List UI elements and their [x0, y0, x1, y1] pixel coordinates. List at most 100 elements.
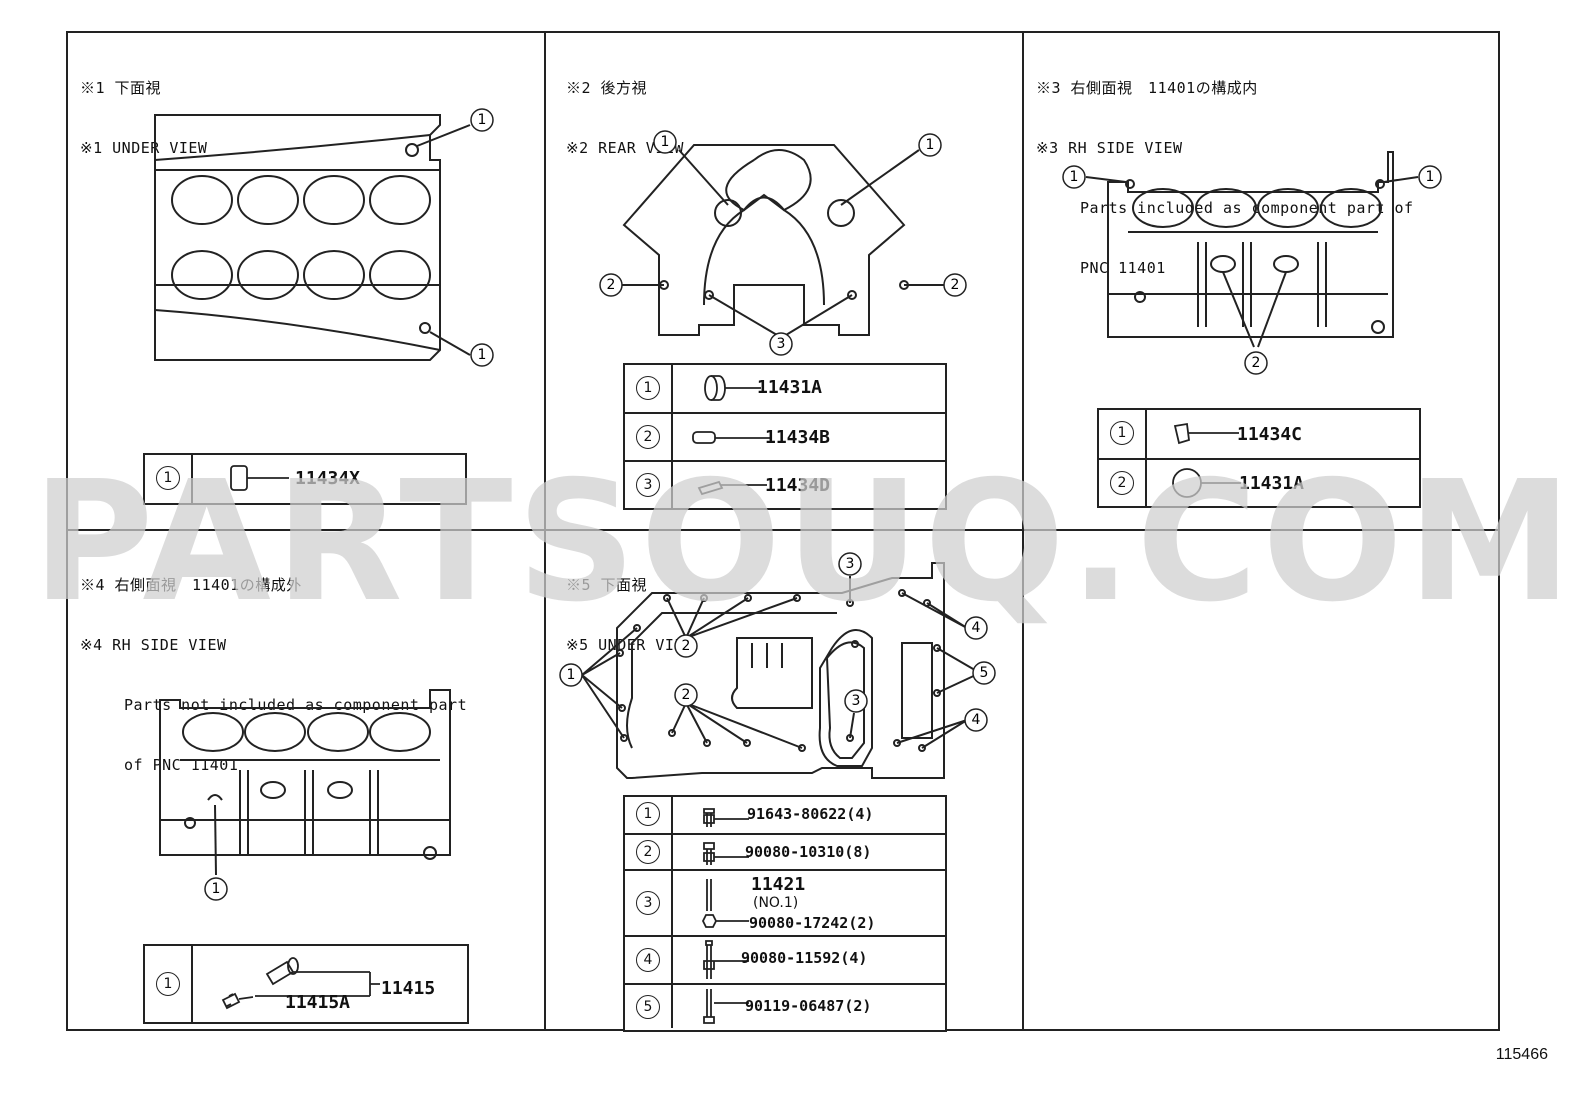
- svg-text:4: 4: [972, 712, 981, 728]
- panel4-caption-jp: ※4 右側面視 11401の構成外: [80, 576, 302, 594]
- panel3-parts-table: 1 11434C 2 11431A: [1097, 408, 1421, 508]
- panel2-callout-2-right: 2: [943, 273, 967, 297]
- part-number[interactable]: 11421: [751, 874, 806, 895]
- panel5-callout-3-top: 3: [838, 552, 862, 576]
- svg-text:1: 1: [1426, 169, 1435, 185]
- panel-divider-horizontal: [68, 529, 1498, 531]
- panel3-note-line1: Parts included as component part of: [1080, 199, 1414, 217]
- panel1-block-under-view: 1 1: [154, 108, 494, 367]
- parts-row: 1 11431A: [625, 365, 945, 412]
- svg-text:5: 5: [980, 665, 989, 681]
- parts-row: 2 11434B: [625, 412, 945, 460]
- callout-number: 5: [636, 995, 660, 1019]
- parts-row: 1 91643-80622(4): [625, 797, 945, 833]
- callout-number: 1: [156, 466, 180, 490]
- expansion-plug-icon: [704, 375, 761, 401]
- part-number[interactable]: 91643-80622(4): [747, 805, 874, 823]
- svg-text:1: 1: [212, 881, 221, 897]
- parts-row: 3 11434D: [625, 460, 945, 508]
- panel3-note-line2: PNC 11401: [1080, 259, 1166, 277]
- panel1-caption: ※1 下面視 ※1 UNDER VIEW: [80, 38, 207, 178]
- panel5-callout-2-upper: 2: [674, 634, 698, 658]
- callout-number: 2: [636, 425, 660, 449]
- stud-bolt-icon: [701, 879, 749, 928]
- svg-text:2: 2: [682, 638, 691, 654]
- panel1-caption-en: ※1 UNDER VIEW: [80, 139, 208, 157]
- panel2-caption-jp: ※2 後方視: [566, 79, 648, 97]
- part-number[interactable]: 11431A: [1239, 473, 1305, 494]
- panel4-caption-en: ※4 RH SIDE VIEW: [80, 636, 227, 654]
- panel3-callout-1-right: 1: [1418, 165, 1442, 189]
- callout-number: 2: [1110, 471, 1134, 495]
- part-number[interactable]: 90080-10310(8): [745, 843, 872, 861]
- panel3-callout-2: 2: [1244, 351, 1268, 375]
- panel2-callout-1-right: 1: [918, 133, 942, 157]
- panel5-callout-5: 5: [972, 661, 996, 685]
- panel1-caption-jp: ※1 下面視: [80, 79, 162, 97]
- svg-text:2: 2: [607, 277, 616, 293]
- callout-number: 1: [636, 376, 660, 400]
- svg-text:1: 1: [661, 134, 670, 150]
- svg-text:2: 2: [682, 687, 691, 703]
- svg-text:3: 3: [777, 336, 786, 352]
- bolt-icon: [703, 940, 749, 979]
- parts-row: 2 11431A: [1099, 458, 1419, 506]
- parts-row: 1 11415A 11415: [145, 946, 467, 1022]
- part-number[interactable]: 11434C: [1237, 424, 1303, 445]
- parts-row: 5 90119-06487(2): [625, 983, 945, 1028]
- part-number[interactable]: 11434X: [295, 468, 361, 489]
- svg-text:1: 1: [926, 137, 935, 153]
- panel3-caption-en: ※3 RH SIDE VIEW: [1036, 139, 1183, 157]
- straight-pin-icon: [697, 480, 767, 496]
- panel3-block-rh-side: 1 1 2: [1062, 151, 1442, 375]
- callout-number: 1: [156, 972, 180, 996]
- svg-text:1: 1: [1070, 169, 1079, 185]
- bolt-icon: [703, 842, 749, 865]
- dowel-pin-icon: [230, 465, 289, 491]
- parts-row: 1 11434X: [145, 455, 465, 503]
- bolt-icon: [703, 808, 749, 827]
- parts-row: 4 90080-11592(4): [625, 935, 945, 983]
- svg-text:3: 3: [852, 693, 861, 709]
- part-note: (NO.1): [753, 895, 799, 911]
- callout-number: 1: [636, 802, 660, 826]
- callout-number: 4: [636, 948, 660, 972]
- panel3-caption-jp: ※3 右側面視 11401の構成内: [1036, 79, 1258, 97]
- panel5-callout-2-lower: 2: [674, 683, 698, 707]
- panel3-callout-1-left: 1: [1062, 165, 1086, 189]
- callout-number: 2: [636, 840, 660, 864]
- svg-text:2: 2: [951, 277, 960, 293]
- bushing-icon: [1173, 422, 1239, 445]
- part-number[interactable]: 90119-06487(2): [745, 997, 872, 1015]
- panel2-callout-1-left: 1: [653, 130, 677, 154]
- part-number-assy[interactable]: 11415: [381, 978, 436, 999]
- svg-text:1: 1: [478, 112, 487, 128]
- panel3-caption: ※3 右側面視 11401の構成内 ※3 RH SIDE VIEW Parts …: [1036, 38, 1414, 298]
- part-number[interactable]: 11434D: [765, 475, 831, 496]
- panel5-callout-4-lower: 4: [964, 708, 988, 732]
- panel-divider-vertical-2: [1022, 33, 1024, 1029]
- expansion-plug-icon: [1172, 468, 1241, 498]
- part-number-nut[interactable]: 90080-17242(2): [749, 914, 876, 932]
- panel2-callout-3: 3: [769, 332, 793, 356]
- panel5-callout-4-upper: 4: [964, 616, 988, 640]
- figure-number: 115466: [1495, 1046, 1548, 1063]
- parts-row: 3 11421 (NO.1) 90080-17242(2): [625, 869, 945, 935]
- parts-row: 2 90080-10310(8): [625, 833, 945, 869]
- part-number-sub[interactable]: 11415A: [285, 992, 351, 1013]
- panel2-caption: ※2 後方視 ※2 REAR VIEW: [566, 38, 684, 178]
- callout-number: 3: [636, 891, 660, 915]
- part-number[interactable]: 11434B: [765, 427, 831, 448]
- svg-text:1: 1: [567, 667, 576, 683]
- callout-number: 1: [1110, 421, 1134, 445]
- part-number[interactable]: 11431A: [757, 377, 823, 398]
- part-number[interactable]: 90080-11592(4): [741, 949, 868, 967]
- straight-pin-icon: [692, 431, 771, 444]
- union-fitting-icon: [221, 957, 380, 1010]
- panel1-callout-top: 1: [470, 108, 494, 132]
- callout-number: 3: [636, 473, 660, 497]
- svg-text:4: 4: [972, 620, 981, 636]
- panel2-callout-2-left: 2: [599, 273, 623, 297]
- panel5-caption-jp: ※5 下面視: [566, 576, 648, 594]
- panel4-parts-table: 1 11415A 11415: [143, 944, 469, 1024]
